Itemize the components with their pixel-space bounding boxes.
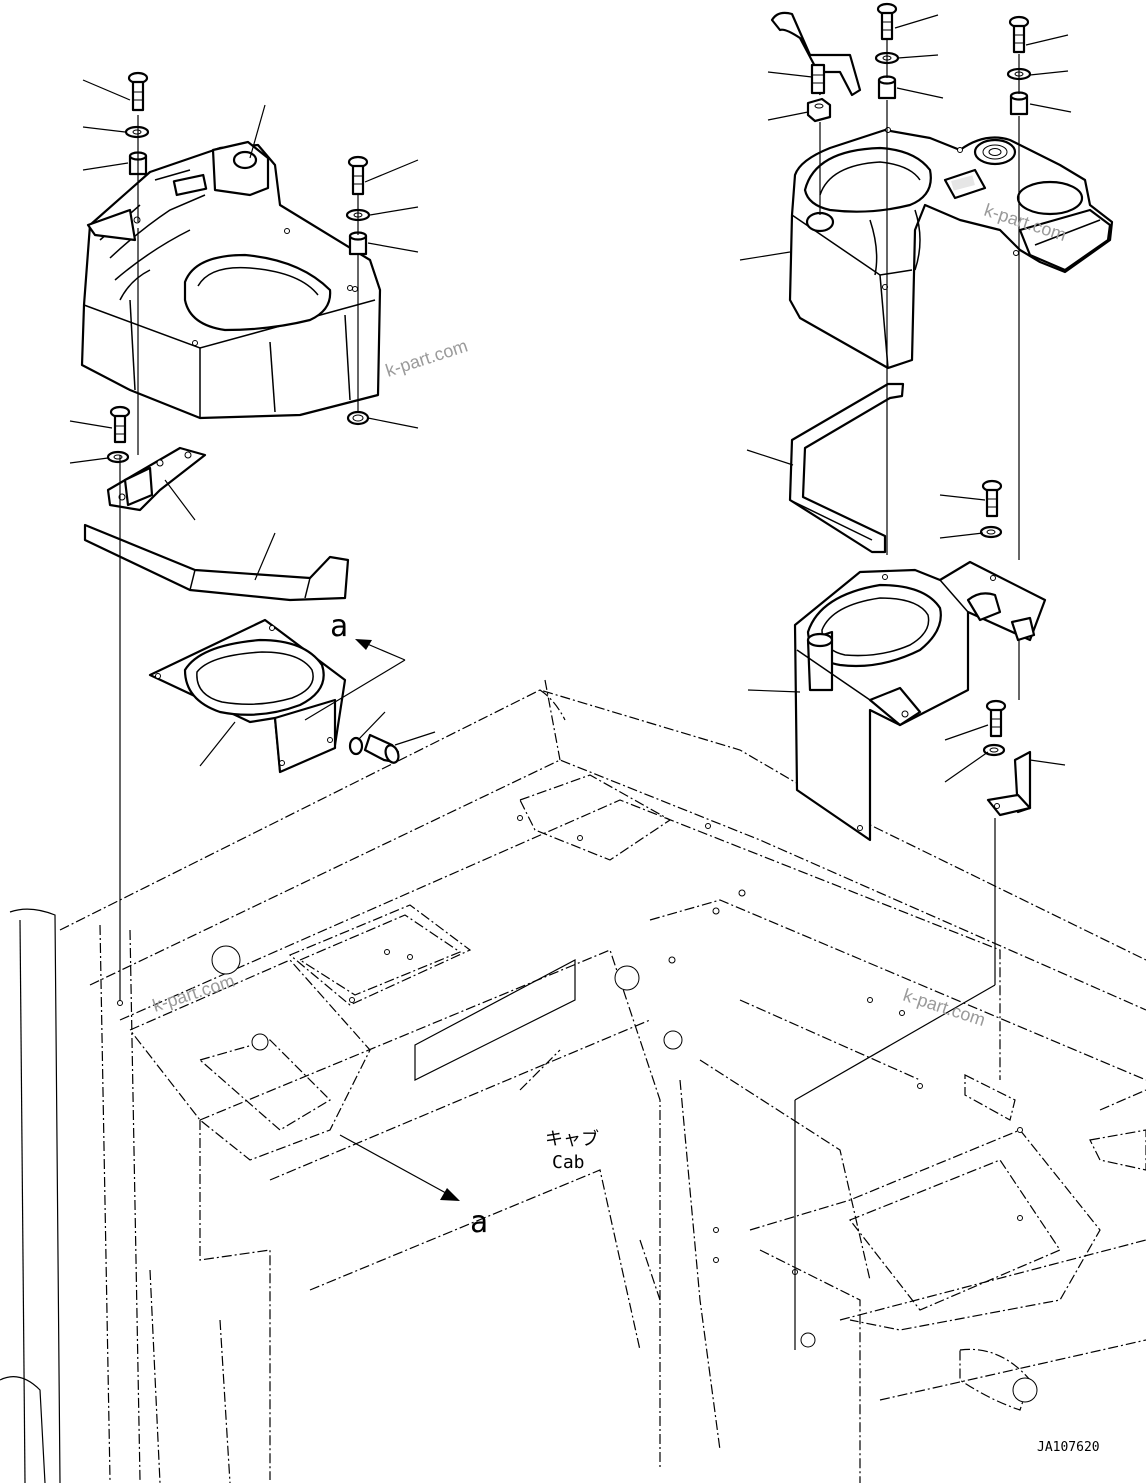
right-lower-bracket — [793, 560, 1047, 842]
base-plate-left — [148, 618, 347, 774]
left-cover-assembly — [80, 71, 400, 774]
cab-label-en: Cab — [552, 1152, 585, 1173]
screw-left — [363, 733, 400, 764]
bolt-right-3 — [981, 479, 1003, 518]
cab-label-jp: キャブ — [545, 1128, 599, 1150]
seal-strip-left — [83, 523, 350, 602]
view-marker-lower: a — [470, 1205, 488, 1240]
cab-frame — [0, 679, 1146, 1483]
collar-right-2 — [1009, 91, 1029, 116]
right-console-housing — [788, 127, 1114, 370]
view-marker-upper: a — [330, 609, 348, 644]
washer-left-4 — [348, 736, 364, 756]
u-seal-right — [788, 382, 905, 554]
right-console-assembly — [770, 2, 1114, 842]
watermark-1: k-part.com — [383, 336, 470, 381]
bolt-left-2 — [347, 155, 369, 196]
collar-left-2 — [348, 231, 368, 256]
bolt-left-1 — [127, 71, 149, 112]
bracket-left — [106, 446, 207, 512]
assembly-lines — [117, 40, 1020, 1350]
callout-leaders — [69, 14, 1072, 783]
handle-right — [770, 11, 862, 97]
drawing-number: JA107620 — [1037, 1440, 1100, 1455]
view-arrows — [304, 639, 460, 1201]
nut-right — [806, 97, 832, 123]
angle-bracket-right — [986, 750, 1032, 817]
left-seat-cover — [80, 140, 382, 420]
collar-right-1 — [877, 75, 897, 100]
watermark-4: k-part.com — [901, 985, 988, 1030]
bolt-right-2 — [1008, 15, 1030, 54]
bolt-right-1 — [876, 2, 898, 41]
bolt-right-4 — [985, 699, 1007, 738]
bolt-left-3 — [109, 405, 131, 444]
watermark-3: k-part.com — [150, 971, 237, 1016]
